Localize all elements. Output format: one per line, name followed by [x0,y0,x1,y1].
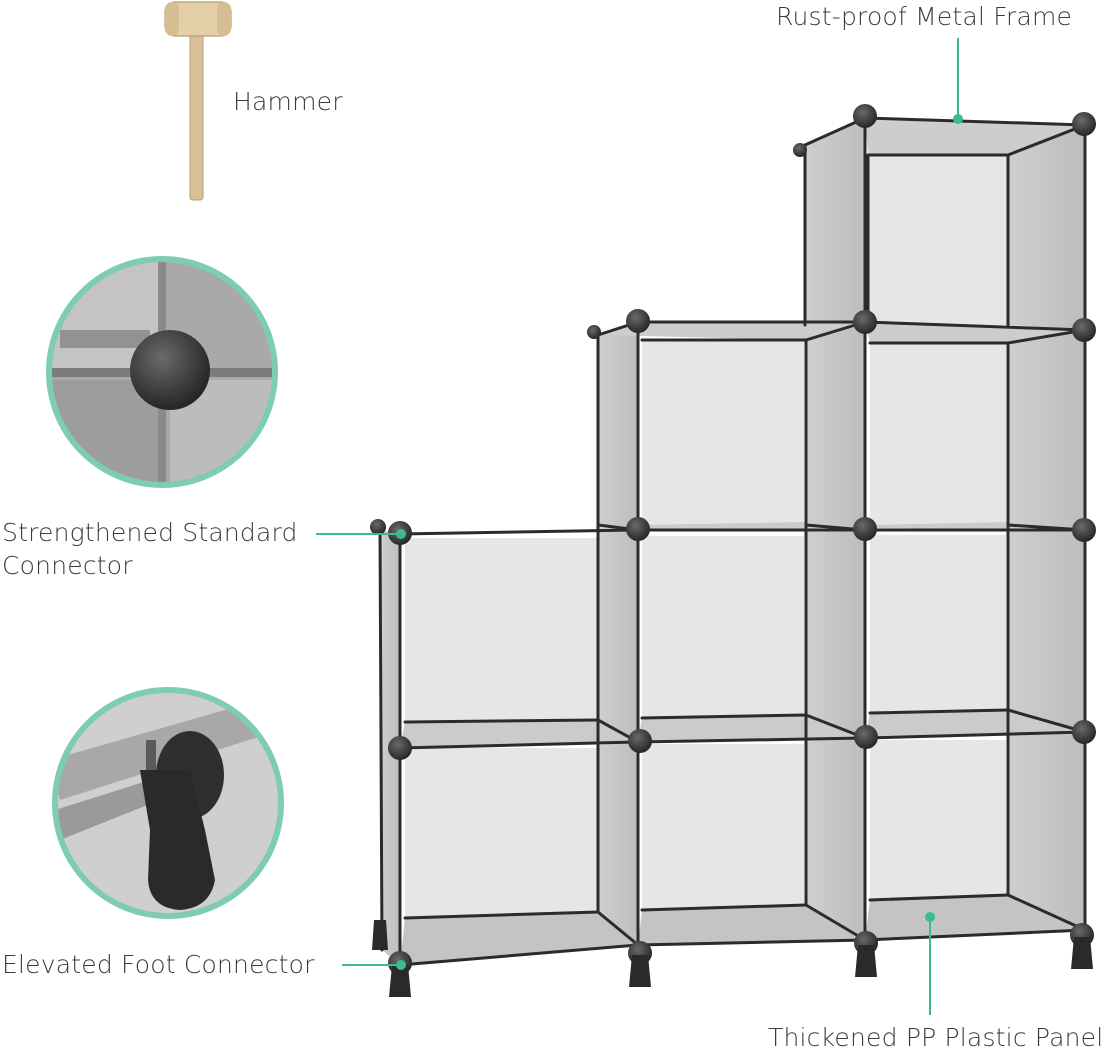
connector-label-line2: Connector [2,551,133,580]
connector-label: Strengthened Standard Connector [2,516,298,582]
connector-label-line1: Strengthened Standard [2,518,298,547]
shelf-feet [372,920,1093,997]
hammer-icon [164,1,232,201]
shelf-panels [380,118,1085,965]
hammer-label: Hammer [233,87,343,116]
connector-closeup [46,256,278,488]
frame-label: Rust-proof Metal Frame [776,2,1073,31]
callout-lines [316,38,963,1015]
foot-label: Elevated Foot Connector [2,950,315,979]
panel-label: Thickened PP Plastic Panel [768,1023,1104,1052]
foot-closeup [52,687,284,919]
